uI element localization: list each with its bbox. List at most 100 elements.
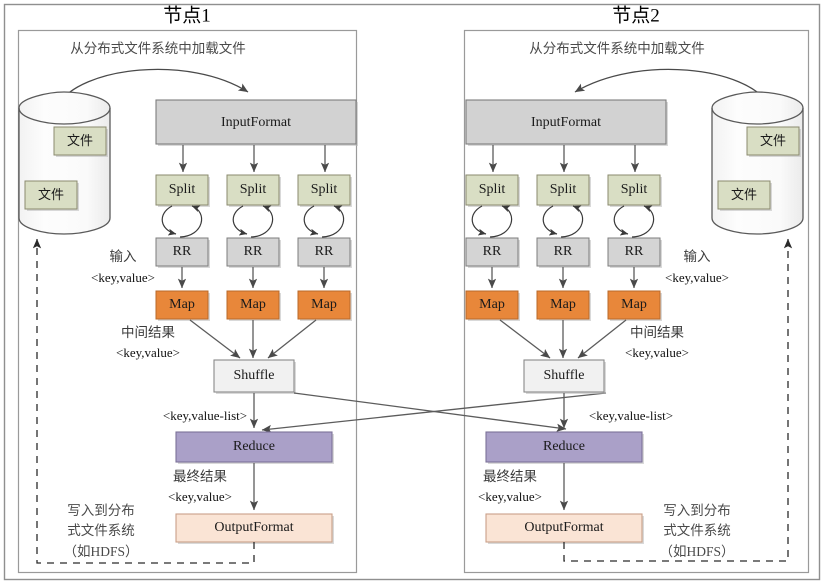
node1-file-2-label: 文件: [38, 187, 64, 202]
node1-shuffle-box: Shuffle: [213, 359, 296, 394]
node1-split-3: Split: [297, 174, 352, 207]
node2-map-3: Map: [607, 290, 662, 321]
node2-file-2-label: 文件: [731, 187, 757, 202]
node1-input-format-box: InputFormat: [155, 99, 358, 146]
node2-map-3-label: Map: [621, 297, 647, 312]
node2-record-reader-3: RR: [607, 237, 662, 268]
node2-file-1-label: 文件: [760, 133, 786, 148]
node2-reduce-label: Reduce: [543, 439, 585, 454]
node2-title: 节点2: [612, 4, 660, 26]
node2-loop-2-up: [560, 205, 584, 238]
node2-input-format-label: InputFormat: [531, 115, 601, 130]
node1-loop-1-down: [161, 205, 177, 236]
node2-rr-1-label: RR: [483, 244, 502, 259]
node1-input-annotation-kv: <key,value>: [91, 270, 155, 285]
node2-map-1-label: Map: [479, 297, 505, 312]
node1-split-3-label: Split: [311, 182, 338, 197]
node1-storage-cylinder: [18, 91, 111, 235]
node1-input-annotation-title: 输入: [110, 249, 137, 264]
node1-map-3-label: Map: [311, 297, 337, 312]
node2-split-2-label: Split: [550, 182, 577, 197]
node2-input-annotation-title: 输入: [684, 249, 712, 264]
node1-map-1: Map: [155, 290, 210, 321]
node1-split-2-label: Split: [240, 182, 267, 197]
node1-writeback-line-3: （如HDFS）: [63, 544, 138, 559]
node1-record-reader-2: RR: [226, 237, 281, 268]
node1-rr-1-label: RR: [173, 244, 192, 259]
node2-map-1: Map: [465, 290, 520, 321]
node1-writeback-line-2: 式文件系统: [67, 523, 135, 538]
node1-shuffle-label: Shuffle: [234, 368, 275, 383]
node1-map-1-label: Map: [169, 297, 195, 312]
node2-split-1-label: Split: [479, 182, 506, 197]
node2-map-to-shuffle-1: [499, 319, 551, 359]
node2-split-2: Split: [536, 174, 591, 207]
node1-reduce-box: Reduce: [175, 431, 334, 464]
node1-map-to-shuffle-3: [267, 319, 317, 359]
node2-loop-3-up: [631, 205, 655, 238]
node1-loop-1-up: [179, 205, 203, 238]
node1-final-annotation-title: 最终结果: [173, 469, 227, 484]
node2-input-format-box: InputFormat: [465, 99, 668, 146]
node1-split-1-label: Split: [169, 182, 196, 197]
node2-shuffle-box: Shuffle: [523, 359, 606, 394]
node2-reduce-box: Reduce: [485, 431, 644, 464]
node2-writeback-line-3: （如HDFS）: [659, 544, 734, 559]
node2-rr-3-label: RR: [625, 244, 644, 259]
node2-file-2: 文件: [717, 180, 772, 211]
node2-loop-2-down: [542, 205, 558, 236]
node2-loop-3-down: [613, 205, 629, 236]
node1-rr-2-label: RR: [244, 244, 263, 259]
node1-record-reader-1: RR: [155, 237, 210, 268]
node2-input-annotation-kv: <key,value>: [665, 270, 729, 285]
node2-rr-2-label: RR: [554, 244, 573, 259]
node2-final-annotation-kv: <key,value>: [478, 489, 542, 504]
node1-rr-3-label: RR: [315, 244, 334, 259]
node1-input-format-label: InputFormat: [221, 115, 291, 130]
node2-loop-1-down: [471, 205, 487, 236]
node2-record-reader-2: RR: [536, 237, 591, 268]
node1-intermediate-annotation-kv: <key,value>: [116, 345, 180, 360]
node1-shuffle-to-node2-reduce: [293, 392, 567, 432]
node2-intermediate-annotation-title: 中间结果: [630, 325, 684, 340]
node2-map-2: Map: [536, 290, 591, 321]
node2-loop-1-up: [489, 205, 513, 238]
node1-split-2: Split: [226, 174, 281, 207]
node1-loop-2-up: [250, 205, 274, 238]
node2-reduce-kv-annotation: <key,value-list>: [589, 408, 673, 423]
node2-writeback-line-2: 式文件系统: [663, 523, 731, 538]
node2-panel: [463, 29, 810, 574]
node1-map-2: Map: [226, 290, 281, 321]
node1-reduce-label: Reduce: [233, 439, 275, 454]
node2-storage-cylinder: [711, 91, 804, 235]
node1-panel: [17, 29, 358, 574]
node1-file-1-label: 文件: [67, 133, 93, 148]
node1-map-2-label: Map: [240, 297, 266, 312]
node2-file-1: 文件: [746, 126, 801, 157]
node1-loop-3-up: [321, 205, 345, 238]
node2-split-3: Split: [607, 174, 662, 207]
node1-loop-2-down: [232, 205, 248, 236]
node1-output-format-label: OutputFormat: [214, 520, 293, 535]
node2-writeback-line-1: 写入到分布: [663, 503, 731, 518]
node1-reduce-kv-annotation: <key,value-list>: [163, 408, 247, 423]
node1-title: 节点1: [163, 4, 211, 26]
node2-map-to-shuffle-3: [577, 319, 627, 359]
node1-record-reader-3: RR: [297, 237, 352, 268]
node1-writeback-line-1: 写入到分布: [67, 503, 135, 518]
node2-writeback-path: [563, 238, 793, 562]
node2-load-label: 从分布式文件系统中加载文件: [529, 41, 705, 56]
node2-shuffle-label: Shuffle: [544, 368, 585, 383]
node1-file-1: 文件: [53, 126, 108, 157]
diagram-outer-frame: [3, 3, 821, 581]
node2-output-format-label: OutputFormat: [524, 520, 603, 535]
node2-shuffle-to-node1-reduce: [261, 392, 607, 434]
node2-split-3-label: Split: [621, 182, 648, 197]
node1-file-2: 文件: [24, 180, 79, 211]
node2-final-annotation-title: 最终结果: [483, 469, 537, 484]
node2-split-1: Split: [465, 174, 520, 207]
node2-output-format-box: OutputFormat: [485, 513, 644, 544]
node1-map-to-shuffle-1: [189, 319, 241, 359]
